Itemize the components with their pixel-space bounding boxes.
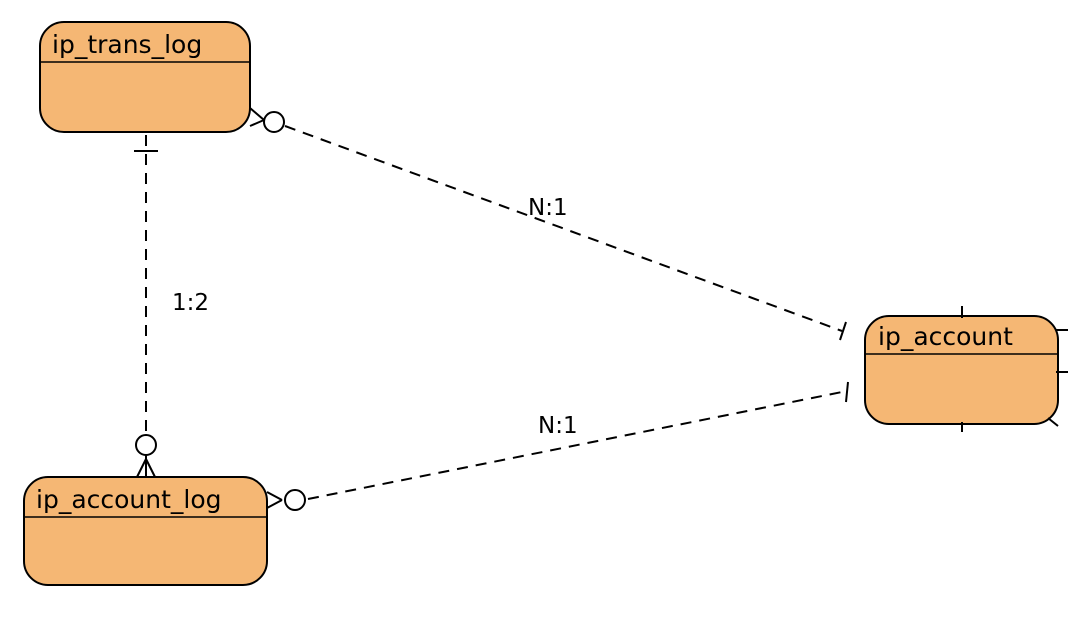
- entity-title: ip_trans_log: [52, 30, 202, 59]
- entity-box: [39, 21, 251, 133]
- many-optional-marker-account-log-top: [135, 434, 157, 478]
- entity-ip-account-log[interactable]: ip_account_log: [23, 476, 268, 586]
- relationship-label: N:1: [528, 195, 568, 221]
- tick-mark: [1047, 417, 1059, 427]
- many-optional-marker-trans-log: [249, 107, 285, 133]
- entity-title: ip_account_log: [36, 485, 222, 514]
- relationship-label: N:1: [538, 413, 578, 439]
- relationship-line-account-log-account[interactable]: [307, 391, 843, 500]
- one-marker-account-top: [839, 321, 847, 341]
- entity-title: ip_account: [878, 322, 1013, 351]
- entity-ip-account[interactable]: ip_account: [864, 306, 1068, 432]
- entity-ip-trans-log[interactable]: ip_trans_log: [39, 21, 251, 133]
- one-marker-account-bottom: [845, 381, 849, 403]
- relationship-label: 1:2: [172, 290, 209, 316]
- many-optional-marker-account-log-right: [266, 489, 306, 511]
- relationship-line-trans-log-account[interactable]: [284, 125, 843, 332]
